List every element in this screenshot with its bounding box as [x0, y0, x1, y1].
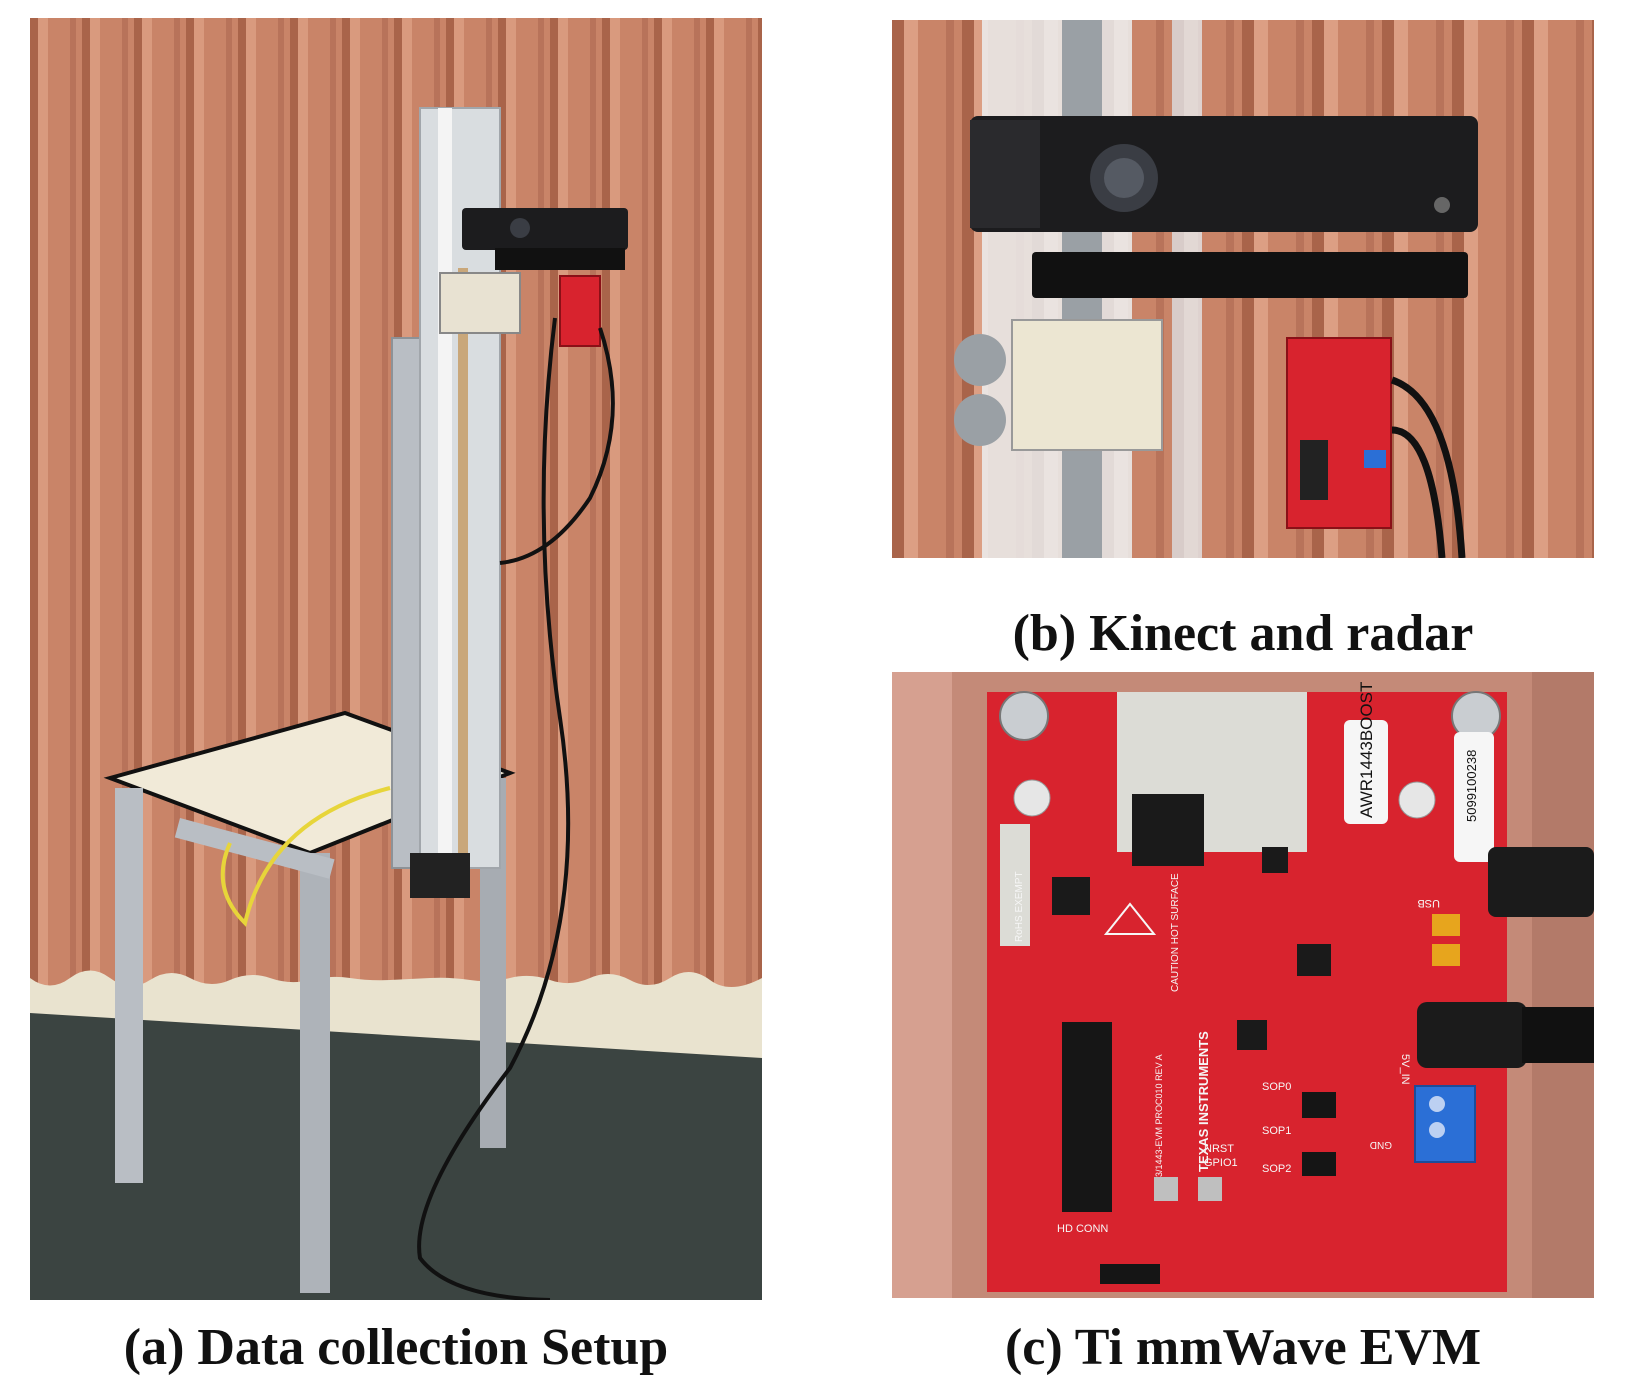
caption-a: (a) Data collection Setup [123, 1319, 669, 1376]
board-gpio-label: GPIO1 [1204, 1157, 1238, 1169]
board-hd-conn-label: HD CONN [1057, 1223, 1108, 1235]
photo-data-collection-setup [30, 18, 762, 1300]
caption-b: (b) Kinect and radar [1012, 605, 1474, 662]
board-maker-label: TEXAS INSTRUMENTS [1196, 1031, 1211, 1172]
board-nrst-label: NRST [1204, 1143, 1234, 1155]
photo-ti-mmwave-evm: AWR1443BOOST 5099100238 RoHS EXEMPT CAUT… [892, 672, 1594, 1298]
caption-c: (c) Ti mmWave EVM [1004, 1319, 1482, 1376]
board-warning-label: CAUTION HOT SURFACE [1170, 873, 1181, 992]
board-rohs-label: RoHS EXEMPT [1014, 871, 1025, 942]
board-serial-label: 5099100238 [1464, 750, 1479, 822]
board-model-label: AWR1443BOOST [1357, 682, 1376, 818]
photo-kinect-and-radar [892, 20, 1594, 558]
board-sop0-label: SOP0 [1262, 1081, 1291, 1093]
board-gnd-label: GND [1370, 1139, 1392, 1150]
board-sop2-label: SOP2 [1262, 1163, 1291, 1175]
board-sop1-label: SOP1 [1262, 1125, 1291, 1137]
board-power-label: 5V_IN [1399, 1054, 1411, 1085]
board-usb-label: USB [1417, 897, 1440, 909]
board-rev-label: 1243/1443-EVM PROC010 REV A [1154, 1054, 1164, 1192]
